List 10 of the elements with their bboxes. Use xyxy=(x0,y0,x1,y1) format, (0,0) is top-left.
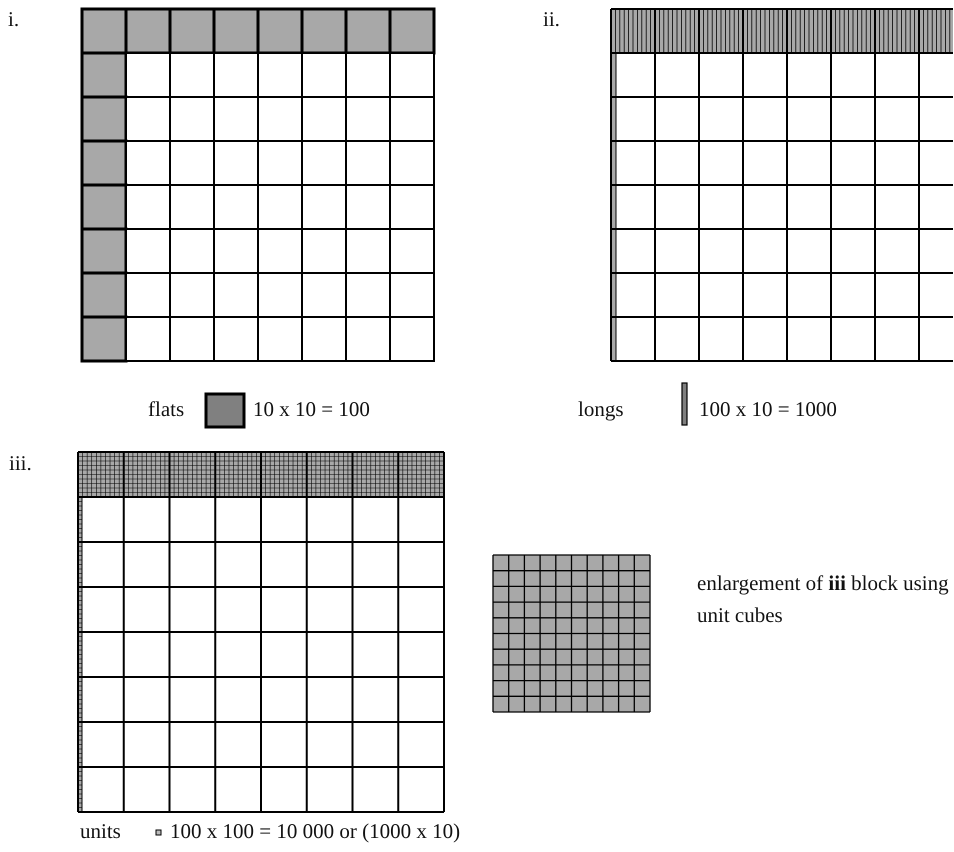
panel-number: i. xyxy=(8,6,20,33)
equation: 100 x 10 = 1000 xyxy=(699,396,837,423)
equation: 100 x 100 = 10 000 or (1000 x 10) xyxy=(170,818,460,845)
panel-number: iii. xyxy=(9,450,32,477)
block-name: units xyxy=(80,818,121,845)
equation: 10 x 10 = 100 xyxy=(253,396,370,423)
panel-number: ii. xyxy=(543,6,560,33)
block-name: flats xyxy=(148,396,184,423)
block-name: longs xyxy=(578,396,624,423)
note-text: enlargement of iii block using unit cubes xyxy=(697,570,950,628)
